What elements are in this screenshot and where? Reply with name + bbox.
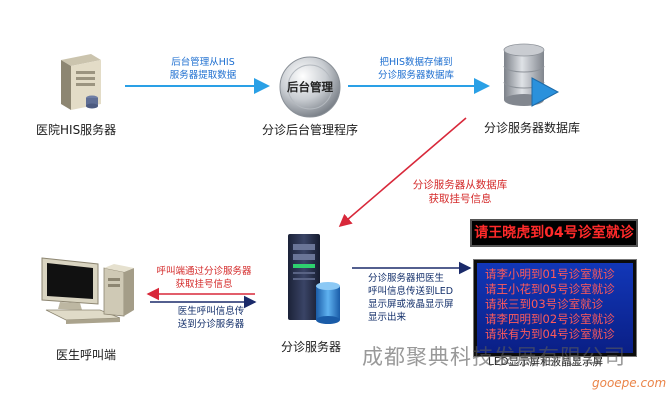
led-display-label: LED显示屏和液晶显示屏 [488, 356, 604, 368]
db-to-server-note: 分诊服务器从数据库 获取挂号信息 [400, 178, 520, 206]
lcd-row: 请王小花到05号诊室就诊 [485, 282, 615, 296]
terminal-to-server-note: 医生呼叫信息传 送到分诊服务器 [166, 305, 256, 331]
db-label: 分诊服务器数据库 [484, 121, 581, 135]
mgmt-to-db-line1: 把HIS数据存储到 [379, 57, 453, 68]
server-to-display-line3: 显示屏或液晶显示屏 [368, 299, 454, 310]
mgmt-program-icon [279, 56, 341, 118]
mgmt-to-db-line2: 分诊服务器数据库 [377, 70, 454, 81]
server-to-display-line1: 分诊服务器把医生 [368, 273, 445, 284]
lcd-row: 请李小明到01号诊室就诊 [485, 267, 615, 281]
triage-server-icon [288, 234, 340, 324]
led-bar: 请王晓虎到04号诊室就诊 [470, 219, 638, 247]
triage-server-label: 分诊服务器 [281, 340, 342, 354]
terminal-to-server-line2: 送到分诊服务器 [177, 319, 245, 330]
server-to-display-note: 分诊服务器把医生 呼叫信息传送到LED 显示屏或液晶显示屏 显示出来 [368, 272, 464, 324]
doctor-pc-icon [41, 257, 134, 324]
his-server-icon [61, 54, 101, 110]
lcd-row: 请张有为到04号诊室就诊 [485, 327, 615, 341]
his-server-label: 医院HIS服务器 [36, 123, 117, 137]
lcd-panel: 请李小明到01号诊室就诊 请王小花到05号诊室就诊 请张三到03号诊室就诊 请李… [474, 260, 636, 356]
terminal-to-server-line1: 医生呼叫信息传 [177, 306, 245, 317]
company-watermark: 成都聚典科技发展有限公司 [362, 345, 626, 369]
his-to-mgmt-line1: 后台管理从HIS [171, 57, 235, 68]
arrow-db-to-server [338, 117, 467, 228]
terminal-from-server-note: 呼叫端通过分诊服务器 获取挂号信息 [150, 265, 258, 291]
lcd-row: 请张三到03号诊室就诊 [485, 297, 604, 311]
his-to-mgmt-note: 后台管理从HIS 服务器提取数据 [148, 56, 258, 82]
lcd-row: 请李四明到02号诊室就诊 [485, 312, 615, 326]
mgmt-program-label: 分诊后台管理程序 [262, 123, 359, 137]
doctor-terminal-label: 医生呼叫端 [56, 348, 117, 362]
server-to-display-line4: 显示出来 [368, 312, 407, 323]
his-to-mgmt-line2: 服务器提取数据 [169, 70, 237, 81]
terminal-from-server-line1: 呼叫端通过分诊服务器 [156, 266, 252, 277]
db-to-server-line1: 分诊服务器从数据库 [412, 179, 508, 191]
db-to-server-line2: 获取挂号信息 [428, 193, 492, 205]
server-to-display-line2: 呼叫信息传送到LED [368, 286, 454, 297]
database-icon [503, 43, 560, 107]
mgmt-disk-text: 后台管理 [287, 80, 333, 94]
site-watermark: gooepe.com [592, 376, 667, 390]
terminal-from-server-line2: 获取挂号信息 [175, 279, 233, 290]
mgmt-to-db-note: 把HIS数据存储到 分诊服务器数据库 [360, 56, 472, 82]
